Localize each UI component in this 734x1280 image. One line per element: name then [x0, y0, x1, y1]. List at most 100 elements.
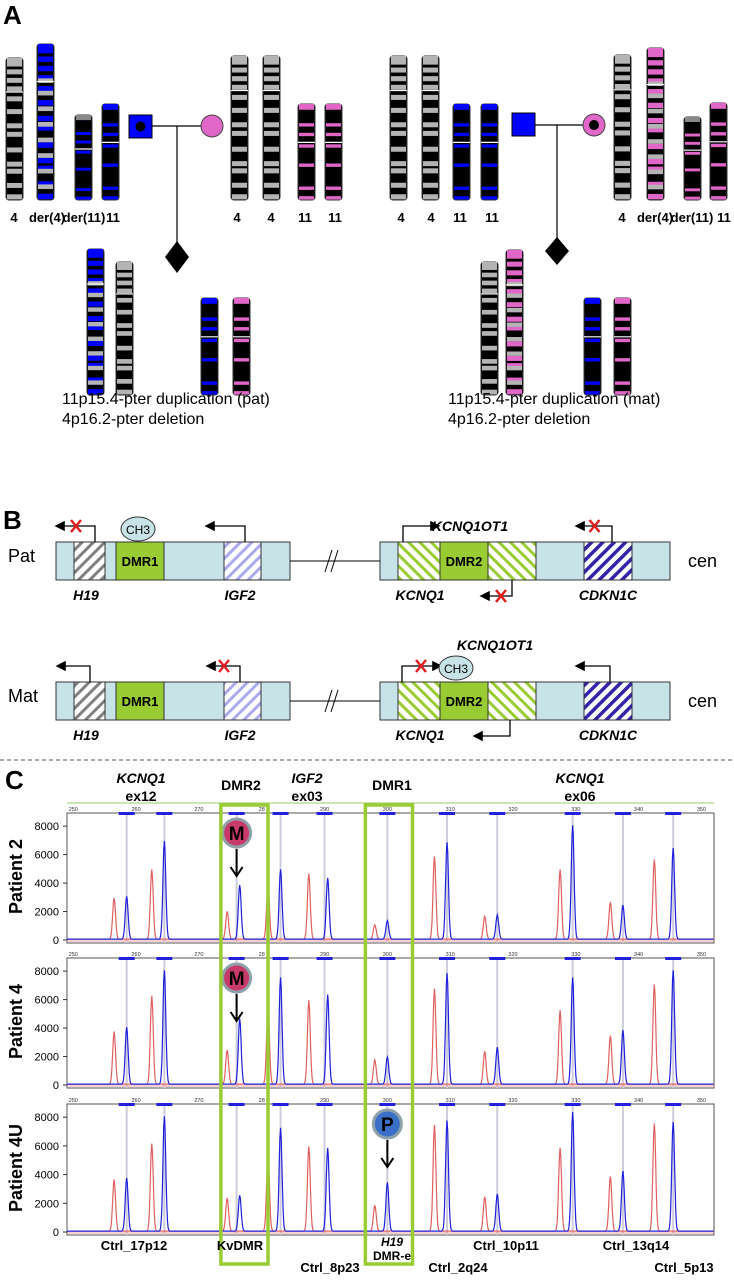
chromosome-band	[232, 146, 247, 152]
chromosome-band	[507, 270, 522, 276]
chromosome-band	[232, 194, 247, 200]
chromosome-band	[423, 161, 438, 167]
blocked-transcription-x-icon	[415, 659, 427, 673]
chromosome-band	[482, 272, 497, 278]
chromosome-band	[507, 380, 522, 385]
caption-left-line2: 4p16.2-pter deletion	[62, 411, 204, 428]
chromosome-band	[234, 327, 249, 331]
igf2-transcription-arrow	[204, 520, 246, 542]
x-tick-label: 260	[132, 1098, 141, 1104]
x-tick-label: 350	[697, 952, 706, 958]
chromosome-band	[507, 279, 522, 285]
chromosome-body	[583, 297, 602, 396]
kcnq1-gene-block	[487, 541, 537, 581]
chromosome-band	[103, 144, 118, 148]
chromosome-band	[507, 289, 522, 295]
chromosome-label: 11	[328, 210, 342, 225]
x-tick-label: 300	[383, 952, 392, 958]
chromosome-11	[709, 102, 728, 201]
chromosome-band	[482, 379, 497, 384]
chromosome-band	[264, 130, 279, 136]
chromosome-band	[615, 107, 630, 113]
chromosome-band	[648, 166, 663, 172]
probe-bin-marker	[489, 812, 506, 815]
chromosome-band	[7, 69, 22, 75]
chromosome-band	[264, 161, 279, 167]
chromosome-band	[507, 250, 522, 259]
x-tick-label: 270	[194, 952, 203, 958]
chromosome-band	[232, 168, 247, 174]
probe-bin-marker	[379, 1103, 396, 1106]
chromosome-band	[482, 144, 497, 148]
sample-trace	[67, 970, 714, 1085]
probe-sub: ex06	[564, 788, 595, 804]
probe-bin-marker	[665, 957, 682, 960]
chromosome-band	[38, 165, 53, 172]
chromosome-band	[7, 58, 22, 67]
x-tick-label: 260	[132, 952, 141, 958]
chromosome-band	[326, 144, 341, 148]
probe-bin-marker	[379, 812, 396, 815]
chromosome-band	[264, 107, 279, 113]
chromosome-band	[391, 146, 406, 152]
chromosome-band	[615, 168, 630, 174]
chromosome-band	[585, 381, 600, 385]
chromosome-band	[423, 67, 438, 73]
chromosome-band	[117, 379, 132, 384]
chromosome-band	[507, 325, 522, 331]
chromosome-label: der(4)	[637, 210, 673, 225]
kcnq1ot1-label: KCNQ1OT1	[432, 518, 508, 534]
chromosome-band	[326, 186, 341, 190]
chromosome-band	[482, 196, 497, 200]
chromosome-band	[202, 338, 217, 343]
probe-sub: DMR1	[372, 777, 412, 793]
y-tick-label: 2000	[35, 1198, 59, 1210]
gene-name-igf2: IGF2	[224, 727, 255, 743]
chromosome-band	[423, 146, 438, 152]
chromosome-band	[482, 297, 497, 303]
chromosome-band	[88, 355, 103, 361]
x-tick-label: 310	[446, 952, 455, 958]
chromosome-band	[685, 151, 700, 155]
chromosome-band	[423, 56, 438, 65]
chromosome-band	[423, 84, 438, 90]
chromosome-band	[711, 163, 726, 167]
probe-label-bottom: Ctrl_10p11	[473, 1238, 539, 1253]
chromosome-band	[391, 161, 406, 167]
chromosome-band	[88, 260, 103, 266]
chromosome-band	[38, 90, 53, 96]
x-tick-label: 340	[634, 1098, 643, 1104]
chromosome-band	[117, 323, 132, 328]
chromosome-label: der(4)	[29, 210, 65, 225]
probe-label-bottom-gene: H19	[381, 1235, 403, 1249]
probe-bin-marker	[272, 1103, 289, 1106]
dmr1-label: DMR1	[122, 694, 159, 709]
highlight-box-dmr2	[219, 803, 270, 1266]
chromosome-band	[38, 56, 53, 62]
chromosome-body	[74, 114, 93, 201]
probe-bin-marker	[564, 1103, 581, 1106]
chromosome-band	[38, 115, 53, 122]
chromosome-band	[76, 150, 91, 154]
chromosome-band	[264, 84, 279, 90]
igf2-transcription-arrow	[205, 660, 241, 682]
x-tick-label: 320	[508, 807, 517, 813]
chromosome-band	[232, 161, 247, 167]
chromosome-band	[615, 94, 630, 100]
probe-bin-marker	[614, 812, 631, 815]
chromosome-band	[264, 76, 279, 82]
parent-label: Pat	[8, 546, 35, 566]
chromosome-band	[507, 322, 522, 327]
probe-bin-marker	[439, 812, 456, 815]
x-tick-label: 260	[132, 807, 141, 813]
chromosome-band	[88, 362, 103, 368]
chromosome-band	[615, 66, 630, 72]
chromosome-band	[423, 194, 438, 200]
panel-label-a: A	[3, 0, 22, 30]
x-tick-label: 28	[259, 1098, 265, 1104]
x-stroke	[415, 659, 427, 673]
